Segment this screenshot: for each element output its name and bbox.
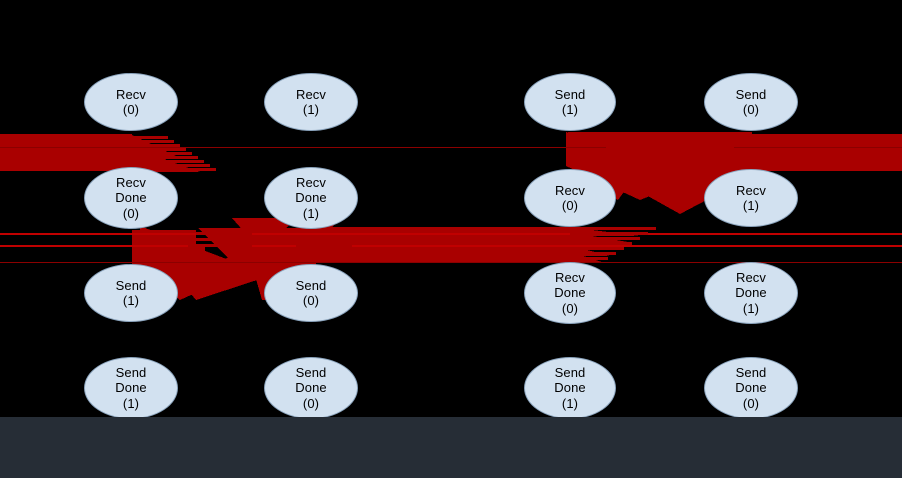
node-layer: Recv (0) Recv (1) Send (1) Send (0) Recv Don… xyxy=(84,73,798,417)
graph-node-label: Send (0) xyxy=(735,86,767,117)
graph-node-recvdone1[interactable]: Recv Done (1) xyxy=(264,167,358,229)
bottom-status-bar xyxy=(0,417,902,478)
graph-node-label: Send Done (0) xyxy=(295,365,327,411)
edge-hairline-d xyxy=(0,262,902,263)
graph-node-label: Recv Done (1) xyxy=(735,270,767,316)
graph-node-send0_top[interactable]: Send (0) xyxy=(704,73,798,131)
graph-node-label: Send Done (1) xyxy=(554,365,586,411)
graph-node-recv1[interactable]: Recv (1) xyxy=(264,73,358,131)
graph-node-send1_top[interactable]: Send (1) xyxy=(524,73,616,131)
graph-node-recvdone1_r[interactable]: Recv Done (1) xyxy=(704,262,798,324)
edge-band-right-out xyxy=(748,134,902,171)
graph-node-label: Recv Done (0) xyxy=(115,175,147,221)
graph-node-label: Send (1) xyxy=(115,277,147,308)
graph-node-label: Send (0) xyxy=(295,277,327,308)
graph-node-senddone1[interactable]: Send Done (1) xyxy=(84,357,178,417)
edge-hairline-c xyxy=(0,147,902,148)
graph-node-label: Recv Done (0) xyxy=(554,270,586,316)
graph-node-recv0_r[interactable]: Recv (0) xyxy=(524,169,616,227)
graph-node-label: Send (1) xyxy=(554,86,586,117)
graph-canvas[interactable]: Recv (0) Recv (1) Send (1) Send (0) Recv Don… xyxy=(0,0,902,417)
edge-stairs-left xyxy=(130,136,216,171)
edge-stairs-right xyxy=(600,140,740,173)
graph-node-label: Send Done (1) xyxy=(115,365,147,411)
graph-node-label: Send Done (0) xyxy=(735,365,767,411)
graph-node-label: Recv (0) xyxy=(554,182,586,213)
graph-node-label: Recv (1) xyxy=(295,86,327,117)
edge-hairline-a xyxy=(0,233,902,235)
graph-node-label: Recv (1) xyxy=(735,182,767,213)
graph-node-recv0[interactable]: Recv (0) xyxy=(84,73,178,131)
edge-hairline-b xyxy=(0,245,902,247)
graph-node-label: Recv (0) xyxy=(115,86,147,117)
graph-node-send1_m[interactable]: Send (1) xyxy=(84,264,178,322)
graph-node-senddone0[interactable]: Send Done (0) xyxy=(264,357,358,417)
graph-node-senddone0_r[interactable]: Send Done (0) xyxy=(704,357,798,417)
graph-node-senddone1_r[interactable]: Send Done (1) xyxy=(524,357,616,417)
edge-band-left-in xyxy=(0,134,132,171)
graph-node-recv1_r[interactable]: Recv (1) xyxy=(704,169,798,227)
graph-node-recvdone0_r[interactable]: Recv Done (0) xyxy=(524,262,616,324)
graph-node-send0_m[interactable]: Send (0) xyxy=(264,264,358,322)
edge-stairs-mid xyxy=(570,227,656,260)
edge-stairs-leftx xyxy=(188,232,360,247)
graph-node-label: Recv Done (1) xyxy=(295,175,327,221)
graph-node-recvdone0[interactable]: Recv Done (0) xyxy=(84,167,178,229)
